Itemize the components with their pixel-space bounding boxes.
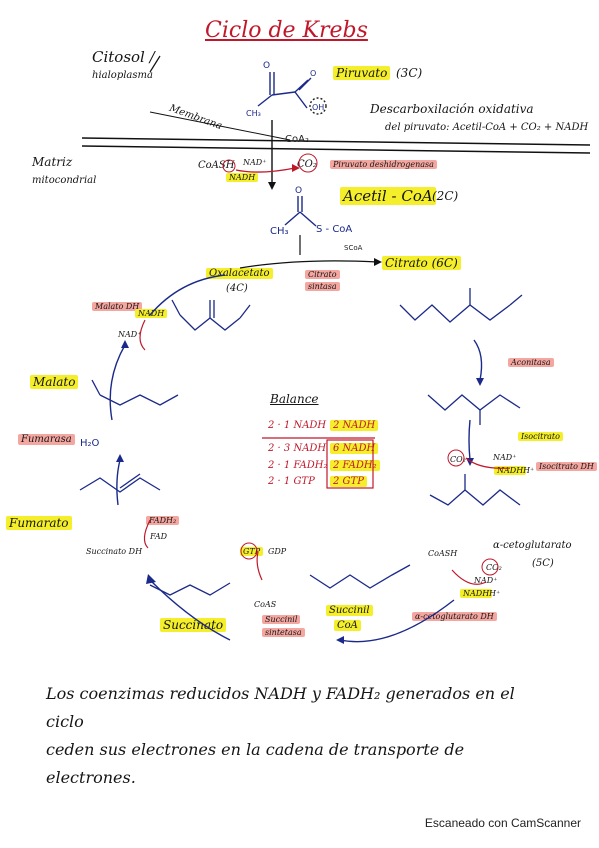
isocitrate-structure bbox=[427, 394, 521, 425]
fumarase-label: Fumarasa bbox=[18, 434, 75, 445]
succinate-structure bbox=[149, 582, 231, 596]
piruvato-label: Piruvato bbox=[333, 66, 391, 80]
akg-nad-label: NAD⁺ bbox=[474, 576, 498, 585]
isocitrate-hplus-label: H⁺ bbox=[523, 466, 535, 475]
acetyl-coa-carbons: (2C) bbox=[432, 189, 459, 203]
svg-text:O: O bbox=[263, 61, 270, 71]
balance-row-2-left: 2 · 3 NADH bbox=[268, 443, 327, 454]
nad-label: NAD⁺ bbox=[243, 158, 267, 167]
fumarate-structure bbox=[79, 473, 161, 493]
succinyl-coa-label-1: Succinil bbox=[326, 605, 373, 616]
hialoplasma-label: hialoplasma bbox=[92, 70, 153, 81]
succinyl-synthetase-label-2: sintetasa bbox=[262, 628, 305, 637]
nadh-label: NADH bbox=[226, 173, 259, 182]
svg-text:O: O bbox=[295, 186, 302, 196]
balance-row-1-left: 2 · 1 NADH bbox=[268, 420, 327, 431]
succinyl-coa-structure bbox=[309, 564, 411, 589]
membrane-pointer bbox=[149, 111, 291, 141]
malate-nad-label: NAD⁺ bbox=[118, 330, 142, 339]
citosol-label: Citosol / bbox=[92, 48, 155, 66]
balance-title: Balance bbox=[270, 392, 319, 406]
mitocondrial-label: mitocondrial bbox=[32, 175, 97, 186]
succinyl-synthetase-label-1: Succinil bbox=[262, 615, 301, 624]
balance-row-1-right: 2 NADH bbox=[330, 420, 379, 431]
acetyl-coa-structure bbox=[284, 196, 317, 227]
citrate-synthase-label-2: sintasa bbox=[305, 282, 340, 291]
summary-line-2: ceden sus electrones en la cadena de tra… bbox=[46, 740, 465, 787]
citrate-structure bbox=[399, 288, 523, 323]
malate-structure bbox=[91, 379, 179, 406]
balance-row-2-right: 6 NADH bbox=[330, 443, 379, 454]
inner-membrane-line bbox=[81, 145, 591, 154]
ketoglutarate-structure bbox=[429, 474, 521, 506]
isocitrate-co2-label: CO₂ bbox=[450, 455, 466, 464]
matriz-label: Matriz bbox=[32, 155, 73, 169]
balance-box bbox=[326, 439, 374, 489]
acetyl-coa-label: Acetil - CoA bbox=[340, 187, 436, 205]
svg-text:SCoA: SCoA bbox=[344, 244, 363, 252]
decarboxylation-title: Descarboxilación oxidativa bbox=[370, 102, 534, 116]
krebs-cycle-diagram: O CH₃ O OH CoA₂ O SCoA bbox=[79, 55, 591, 644]
pyruvate-dehydrogenase-label: Piruvato deshidrogenasa bbox=[330, 160, 437, 169]
fumarase-water-label: H₂O bbox=[80, 438, 100, 449]
succinyl-coa-label-2: CoA bbox=[334, 620, 361, 631]
balance-row-3-left: 2 · 1 FADH₂ bbox=[268, 460, 328, 471]
outer-membrane-line bbox=[81, 137, 591, 146]
svg-text:CoA₂: CoA₂ bbox=[285, 134, 309, 145]
oxaloacetate-structure bbox=[171, 299, 251, 331]
gtp-label: GTP bbox=[240, 547, 264, 556]
balance-row-4-right: 2 GTP bbox=[330, 476, 367, 487]
malate-dh-label: Malato DH bbox=[92, 302, 143, 311]
succinate-dh-label: Succinato DH bbox=[86, 547, 143, 556]
summary-line-1: Los coenzimas reducidos NADH y FADH₂ gen… bbox=[46, 684, 515, 731]
pyruvate-structure bbox=[257, 72, 327, 115]
aconitase-label: Aconitasa bbox=[508, 358, 554, 367]
isocitrate-dh-label: Isocitrato DH bbox=[536, 462, 597, 471]
akg-dh-label: α-cetoglutarato DH bbox=[412, 612, 497, 621]
cycle-arrows bbox=[109, 274, 483, 643]
balance-row-3-right: 2 FADH₂ bbox=[330, 460, 380, 471]
balance-row-4-left: 2 · 1 GTP bbox=[268, 476, 315, 487]
alpha-ketoglutarate-label: α-cetoglutarato bbox=[493, 540, 572, 551]
oxaloacetate-carbons: (4C) bbox=[226, 283, 248, 294]
fadh2-label: FADH₂ bbox=[146, 516, 180, 525]
decarboxylation-subtitle: del piruvato: Acetil-CoA + CO₂ + NADH bbox=[385, 122, 589, 133]
coash-label: CoASH bbox=[198, 160, 235, 171]
alpha-ketoglutarate-carbons: (5C) bbox=[532, 558, 554, 569]
fumarate-label: Fumarato bbox=[6, 516, 72, 530]
isocitrate-label: Isocitrato bbox=[518, 432, 563, 441]
oxaloacetate-label: Oxalacetato bbox=[206, 268, 273, 279]
svg-text:OH: OH bbox=[312, 103, 324, 112]
citrate-label: Citrato (6C) bbox=[382, 256, 461, 270]
akg-hplus-label: H⁺ bbox=[489, 589, 501, 598]
citrate-synthase-label-1: Citrato bbox=[305, 270, 340, 279]
piruvato-carbons: (3C) bbox=[396, 66, 423, 80]
akg-co2-label: CO₂ bbox=[486, 563, 502, 572]
svg-text:CH₃: CH₃ bbox=[246, 109, 261, 118]
acetyl-ch3: CH₃ bbox=[270, 226, 289, 237]
gdp-label: GDP bbox=[268, 547, 287, 556]
page-title: Ciclo de Krebs bbox=[205, 18, 368, 43]
coas-label: CoAS bbox=[254, 600, 277, 609]
acetyl-scoa: S - CoA bbox=[316, 224, 353, 235]
scanner-watermark: Escaneado con CamScanner bbox=[424, 816, 581, 830]
svg-text:O: O bbox=[310, 69, 316, 78]
malate-label: Malato bbox=[30, 375, 79, 389]
arrow-head bbox=[268, 182, 276, 190]
isocitrate-nad-label: NAD⁺ bbox=[493, 453, 517, 462]
akg-nadh-label: NADH bbox=[460, 589, 493, 598]
co2-label: CO₂ bbox=[297, 159, 317, 170]
akg-coash-label: CoASH bbox=[428, 549, 458, 558]
isocitrate-nadh-label: NADH bbox=[494, 466, 527, 475]
fad-label: FAD bbox=[150, 532, 168, 541]
